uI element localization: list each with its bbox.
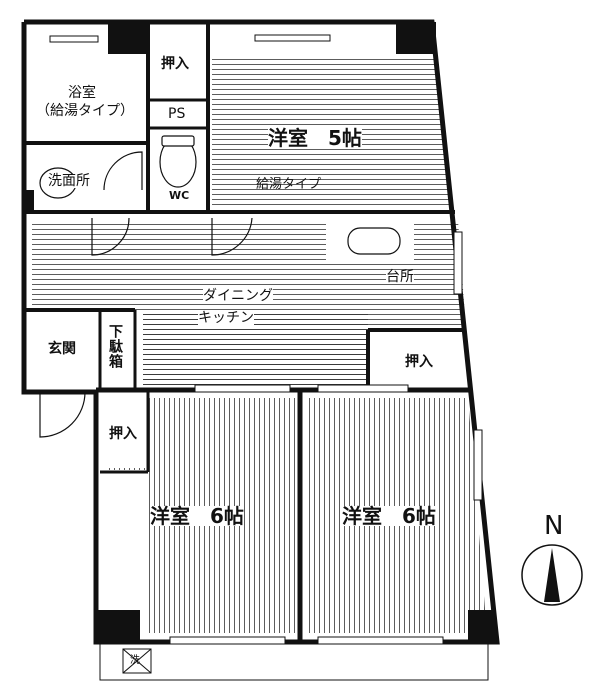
label-washer: 洗: [130, 655, 140, 666]
label-western-5-note: 給湯タイプ: [256, 177, 322, 192]
label-washroom: 洗面所: [48, 173, 90, 189]
compass-icon: [521, 544, 583, 606]
label-closet-right: 押入: [405, 354, 433, 370]
label-closet-left: 押入: [109, 426, 137, 442]
doors: [39, 151, 253, 438]
label-wc: WC: [169, 189, 190, 202]
label-western-6-left: 洋室 6帖: [150, 504, 244, 528]
columns: [24, 22, 497, 642]
label-kitchen-corner: 台所: [386, 269, 414, 285]
compass-north-label: N: [544, 511, 564, 541]
label-bath: 浴室: [68, 85, 96, 101]
label-western-6-right: 洋室 6帖: [342, 504, 436, 528]
label-bath-sub: （給湯タイプ）: [36, 103, 134, 119]
label-entrance: 玄関: [48, 341, 76, 357]
balcony: [99, 642, 489, 681]
label-ps: PS: [168, 106, 186, 122]
windows: [49, 34, 483, 645]
label-western-5: 洋室 5帖: [268, 126, 362, 150]
label-closet-top: 押入: [161, 56, 189, 72]
label-dining: ダイニング: [203, 288, 273, 304]
label-shoe-box: 下駄箱: [107, 324, 123, 369]
label-kitchen: キッチン: [198, 310, 254, 326]
